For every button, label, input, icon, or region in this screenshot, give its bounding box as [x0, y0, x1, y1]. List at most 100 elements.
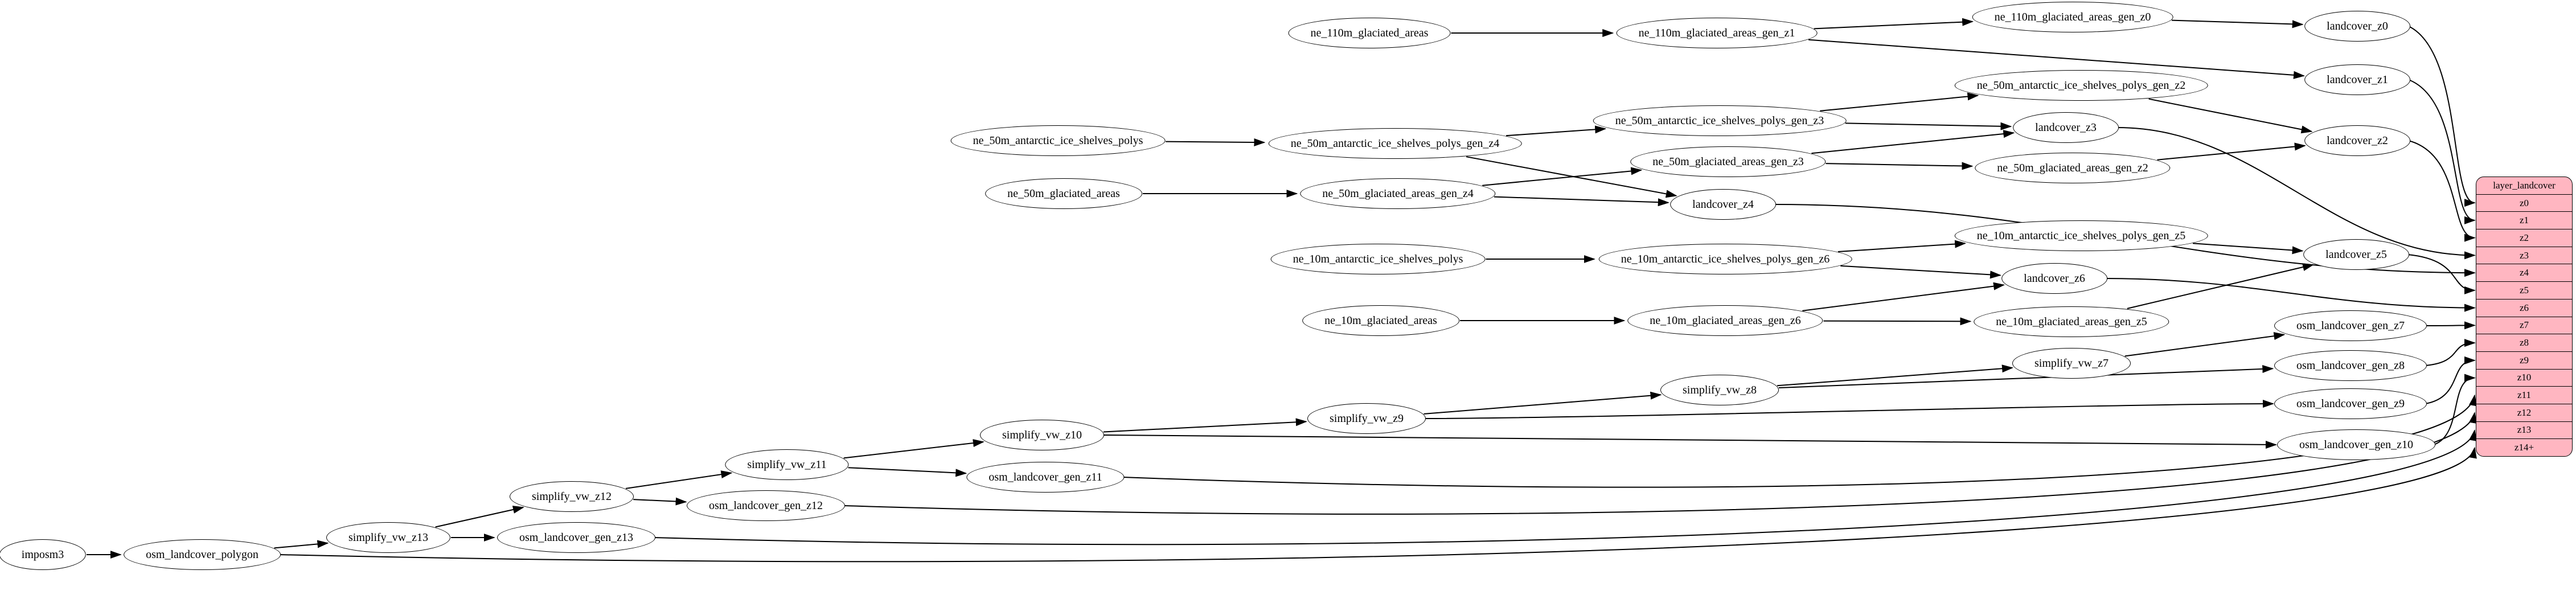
node-landcover_z1: landcover_z1 — [2304, 64, 2410, 95]
edge-ne_50m_antarctic_ice_shelves_polys_gen_z2-to-landcover_z2 — [2148, 98, 2313, 134]
node-simplify_vw_z8: simplify_vw_z8 — [1660, 375, 1779, 405]
node-imposm3: imposm3 — [0, 539, 87, 570]
edge-osm_landcover_gen_z10-to-z10 — [2433, 374, 2476, 445]
node-ne_50m_glaciated_areas_gen_z2: ne_50m_glaciated_areas_gen_z2 — [1975, 153, 2171, 183]
edge-ne_50m_glaciated_areas_gen_z3-to-ne_50m_glaciated_areas_gen_z2 — [1826, 162, 1974, 170]
node-landcover_z2: landcover_z2 — [2304, 125, 2410, 156]
edge-simplify_vw_z10-to-osm_landcover_gen_z10 — [1103, 434, 2277, 449]
edge-landcover_z0-to-z0 — [2408, 26, 2476, 207]
edge-ne_50m_glaciated_areas_gen_z4-to-ne_50m_glaciated_areas_gen_z3 — [1482, 167, 1643, 186]
table-row-z2: z2 — [2476, 229, 2572, 247]
node-osm_landcover_gen_z11: osm_landcover_gen_z11 — [966, 462, 1125, 493]
node-simplify_vw_z7: simplify_vw_z7 — [2012, 348, 2131, 379]
table-row-z0: z0 — [2476, 194, 2572, 212]
edge-simplify_vw_z13-to-simplify_vw_z12 — [435, 506, 524, 528]
table-row-z8: z8 — [2476, 334, 2572, 351]
table-row-z12: z12 — [2476, 403, 2572, 421]
node-osm_landcover_gen_z13: osm_landcover_gen_z13 — [497, 522, 655, 553]
node-ne_50m_glaciated_areas: ne_50m_glaciated_areas — [985, 178, 1142, 209]
node-osm_landcover_polygon: osm_landcover_polygon — [124, 539, 281, 570]
edge-simplify_vw_z11-to-osm_landcover_gen_z11 — [848, 467, 967, 477]
table-row-z14+: z14+ — [2476, 438, 2572, 456]
node-simplify_vw_z13: simplify_vw_z13 — [326, 522, 450, 553]
node-ne_50m_antarctic_ice_shelves_polys_gen_z4: ne_50m_antarctic_ice_shelves_polys_gen_z… — [1268, 128, 1522, 159]
node-ne_110m_glaciated_areas_gen_z1: ne_110m_glaciated_areas_gen_z1 — [1616, 18, 1818, 48]
node-osm_landcover_gen_z12: osm_landcover_gen_z12 — [687, 490, 845, 521]
node-ne_10m_antarctic_ice_shelves_polys_gen_z5: ne_10m_antarctic_ice_shelves_polys_gen_z… — [1954, 220, 2208, 251]
edge-ne_10m_antarctic_ice_shelves_polys_gen_z5-to-landcover_z5 — [2193, 243, 2304, 255]
edge-osm_landcover_gen_z8-to-z8 — [2425, 339, 2476, 366]
node-ne_110m_glaciated_areas: ne_110m_glaciated_areas — [1288, 18, 1451, 48]
node-ne_50m_antarctic_ice_shelves_polys_gen_z2: ne_50m_antarctic_ice_shelves_polys_gen_z… — [1954, 70, 2208, 101]
table-row-z1: z1 — [2476, 211, 2572, 229]
node-ne_50m_antarctic_ice_shelves_polys: ne_50m_antarctic_ice_shelves_polys — [950, 125, 1166, 156]
edge-ne_10m_glaciated_areas_gen_z6-to-ne_10m_glaciated_areas_gen_z5 — [1823, 317, 1972, 326]
node-osm_landcover_gen_z7: osm_landcover_gen_z7 — [2274, 310, 2427, 341]
edge-osm_landcover_gen_z11-to-z11 — [1122, 394, 2477, 488]
edge-landcover_z1-to-z1 — [2408, 79, 2476, 224]
edge-landcover_z6-to-z6 — [2105, 278, 2476, 312]
node-osm_landcover_gen_z8: osm_landcover_gen_z8 — [2274, 350, 2427, 381]
node-ne_10m_antarctic_ice_shelves_polys_gen_z6: ne_10m_antarctic_ice_shelves_polys_gen_z… — [1598, 244, 1852, 274]
node-landcover_z0: landcover_z0 — [2304, 11, 2410, 42]
node-osm_landcover_gen_z9: osm_landcover_gen_z9 — [2274, 388, 2427, 419]
edge-simplify_vw_z7-to-osm_landcover_gen_z7 — [2124, 332, 2286, 357]
edge-ne_50m_antarctic_ice_shelves_polys_gen_z4-to-ne_50m_antarctic_ice_shelves_polys_gen_z3 — [1506, 125, 1607, 137]
edge-simplify_vw_z8-to-simplify_vw_z7 — [1777, 364, 2013, 387]
edge-ne_10m_glaciated_areas_gen_z6-to-landcover_z6 — [1802, 282, 2005, 311]
node-ne_110m_glaciated_areas_gen_z0: ne_110m_glaciated_areas_gen_z0 — [1972, 2, 2173, 32]
table-row-z9: z9 — [2476, 351, 2572, 369]
edge-simplify_vw_z12-to-osm_landcover_gen_z12 — [633, 497, 687, 506]
node-landcover_z4: landcover_z4 — [1670, 189, 1776, 220]
edge-simplify_vw_z9-to-simplify_vw_z8 — [1424, 391, 1662, 415]
edge-ne_50m_antarctic_ice_shelves_polys_gen_z3-to-landcover_z3 — [1845, 122, 2012, 130]
node-ne_10m_antarctic_ice_shelves_polys: ne_10m_antarctic_ice_shelves_polys — [1270, 244, 1486, 274]
edge-simplify_vw_z9-to-osm_landcover_gen_z9 — [1425, 400, 2274, 419]
node-ne_50m_antarctic_ice_shelves_polys_gen_z3: ne_50m_antarctic_ice_shelves_polys_gen_z… — [1593, 105, 1847, 136]
table-row-z13: z13 — [2476, 421, 2572, 439]
edge-ne_50m_glaciated_areas_gen_z2-to-landcover_z2 — [2157, 142, 2306, 161]
node-ne_50m_glaciated_areas_gen_z4: ne_50m_glaciated_areas_gen_z4 — [1300, 178, 1496, 209]
node-simplify_vw_z10: simplify_vw_z10 — [980, 420, 1104, 450]
node-simplify_vw_z12: simplify_vw_z12 — [510, 481, 634, 512]
node-simplify_vw_z11: simplify_vw_z11 — [725, 449, 849, 480]
edge-ne_10m_antarctic_ice_shelves_polys_gen_z6-to-landcover_z6 — [1840, 265, 2001, 279]
edge-simplify_vw_z12-to-simplify_vw_z11 — [625, 470, 733, 489]
table-row-z3: z3 — [2476, 246, 2572, 264]
table-row-z6: z6 — [2476, 298, 2572, 317]
node-osm_landcover_gen_z10: osm_landcover_gen_z10 — [2277, 429, 2435, 460]
table-title: layer_landcover — [2493, 179, 2556, 191]
edge-landcover_z5-to-z5 — [2407, 254, 2476, 294]
edge-ne_10m_antarctic_ice_shelves_polys_gen_z6-to-ne_10m_antarctic_ice_shelves_polys_gen_z5 — [1837, 240, 1967, 252]
edge-ne_110m_glaciated_areas_gen_z1-to-ne_110m_glaciated_areas_gen_z0 — [1814, 18, 1974, 30]
edge-ne_50m_antarctic_ice_shelves_polys_gen_z4-to-landcover_z4 — [1466, 156, 1677, 198]
edge-ne_50m_antarctic_ice_shelves_polys-to-ne_50m_antarctic_ice_shelves_polys_gen_z4 — [1166, 138, 1266, 146]
node-ne_50m_glaciated_areas_gen_z3: ne_50m_glaciated_areas_gen_z3 — [1630, 146, 1826, 177]
node-ne_10m_glaciated_areas: ne_10m_glaciated_areas — [1302, 305, 1459, 336]
edge-ne_10m_glaciated_areas_gen_z5-to-landcover_z5 — [2127, 263, 2315, 309]
table-row-z11: z11 — [2476, 386, 2572, 404]
edge-ne_50m_glaciated_areas_gen_z4-to-landcover_z4 — [1494, 196, 1670, 207]
edge-ne_50m_antarctic_ice_shelves_polys_gen_z3-to-ne_50m_antarctic_ice_shelves_polys_gen_z2 — [1820, 92, 1979, 112]
table-row-z5: z5 — [2476, 281, 2572, 299]
edge-osm_landcover_polygon-to-simplify_vw_z13 — [274, 540, 329, 549]
node-landcover_z3: landcover_z3 — [2013, 112, 2119, 143]
edge-simplify_vw_z8-to-osm_landcover_gen_z8 — [1778, 365, 2274, 388]
edge-ne_110m_glaciated_areas_gen_z0-to-landcover_z0 — [2171, 19, 2304, 28]
table-row-z10: z10 — [2476, 368, 2572, 387]
table-row-z7: z7 — [2476, 316, 2572, 334]
node-ne_10m_glaciated_areas_gen_z6: ne_10m_glaciated_areas_gen_z6 — [1627, 305, 1823, 336]
edge-landcover_z2-to-z2 — [2408, 140, 2476, 242]
table-row-z4: z4 — [2476, 264, 2572, 281]
node-ne_10m_glaciated_areas_gen_z5: ne_10m_glaciated_areas_gen_z5 — [1974, 306, 2169, 337]
edge-simplify_vw_z10-to-simplify_vw_z9 — [1103, 418, 1307, 433]
node-simplify_vw_z9: simplify_vw_z9 — [1307, 403, 1426, 434]
edge-osm_landcover_gen_z9-to-z9 — [2425, 356, 2476, 404]
node-landcover_z5: landcover_z5 — [2303, 239, 2409, 270]
edge-osm_landcover_gen_z13-to-z13 — [653, 429, 2477, 546]
edge-osm_landcover_gen_z7-to-z7 — [2425, 321, 2476, 330]
edge-simplify_vw_z11-to-simplify_vw_z10 — [843, 439, 985, 459]
